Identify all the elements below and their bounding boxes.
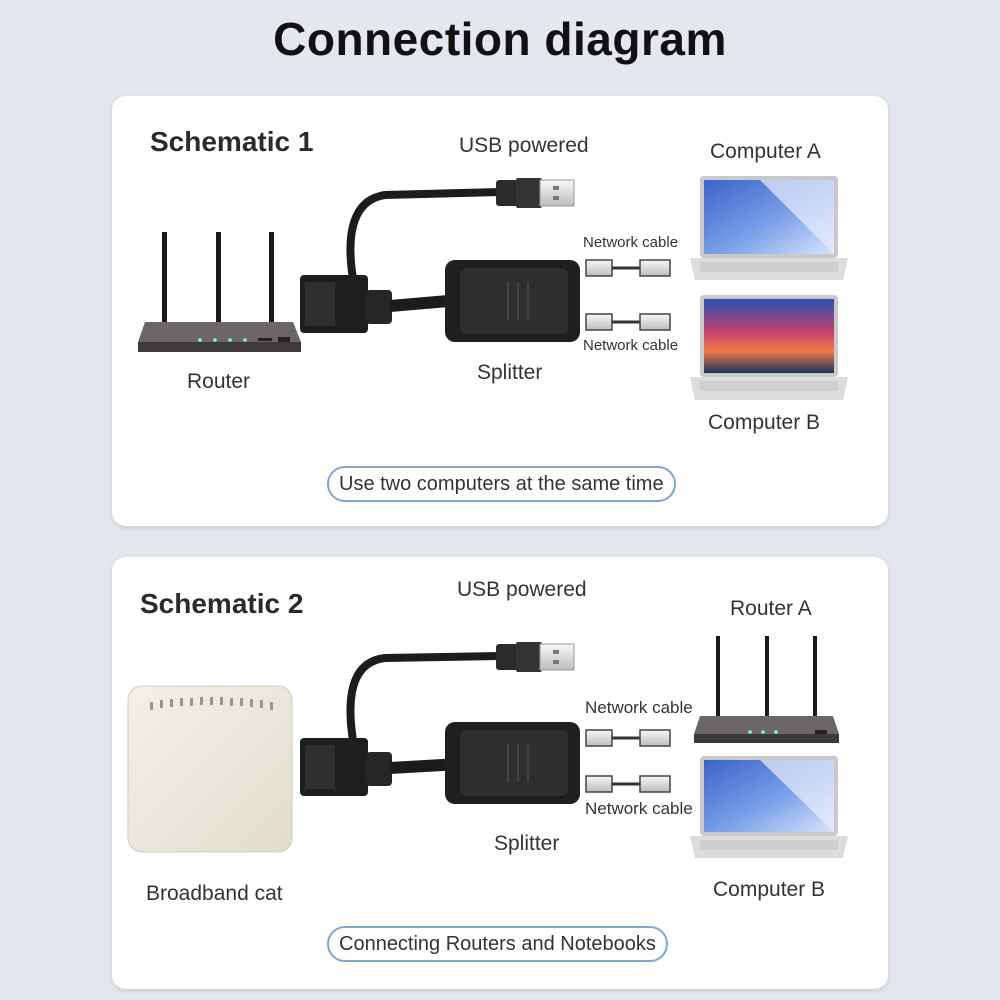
schematic-2-heading: Schematic 2: [140, 588, 304, 619]
router-label: Router: [187, 370, 251, 393]
computer-a-label: Computer A: [710, 140, 821, 163]
network-cable-label: Network cable: [583, 337, 679, 354]
splitter-icon: [300, 642, 580, 804]
router-a-label: Router A: [730, 597, 812, 620]
broadband-modem-icon: [127, 685, 293, 853]
network-cable-label: Network cable: [585, 799, 693, 818]
computer-b-label: Computer B: [713, 878, 826, 901]
router-a-icon: [694, 636, 839, 743]
router-icon: [138, 232, 301, 352]
page-title: Connection diagram: [273, 13, 727, 65]
network-cable-icon: [585, 729, 671, 747]
broadband-cat-label: Broadband cat: [146, 882, 283, 905]
network-cable-label: Network cable: [583, 234, 679, 251]
schematic-1-caption: Use two computers at the same time: [327, 466, 676, 502]
network-cable-label: Network cable: [585, 698, 693, 717]
network-cable-icon: [585, 775, 671, 793]
laptop-b-icon: [690, 295, 848, 400]
schematic-1-heading: Schematic 1: [150, 126, 314, 157]
usb-powered-label: USB powered: [457, 578, 587, 601]
usb-powered-label: USB powered: [459, 134, 589, 157]
laptop-b-icon: [690, 756, 848, 858]
network-cable-icon: [585, 313, 671, 331]
computer-b-label: Computer B: [708, 411, 821, 434]
splitter-icon: [300, 178, 580, 342]
schematic-2-caption: Connecting Routers and Notebooks: [327, 926, 668, 962]
splitter-label: Splitter: [477, 361, 543, 384]
network-cable-icon: [585, 259, 671, 277]
laptop-a-icon: [690, 176, 848, 280]
splitter-label: Splitter: [494, 832, 560, 855]
